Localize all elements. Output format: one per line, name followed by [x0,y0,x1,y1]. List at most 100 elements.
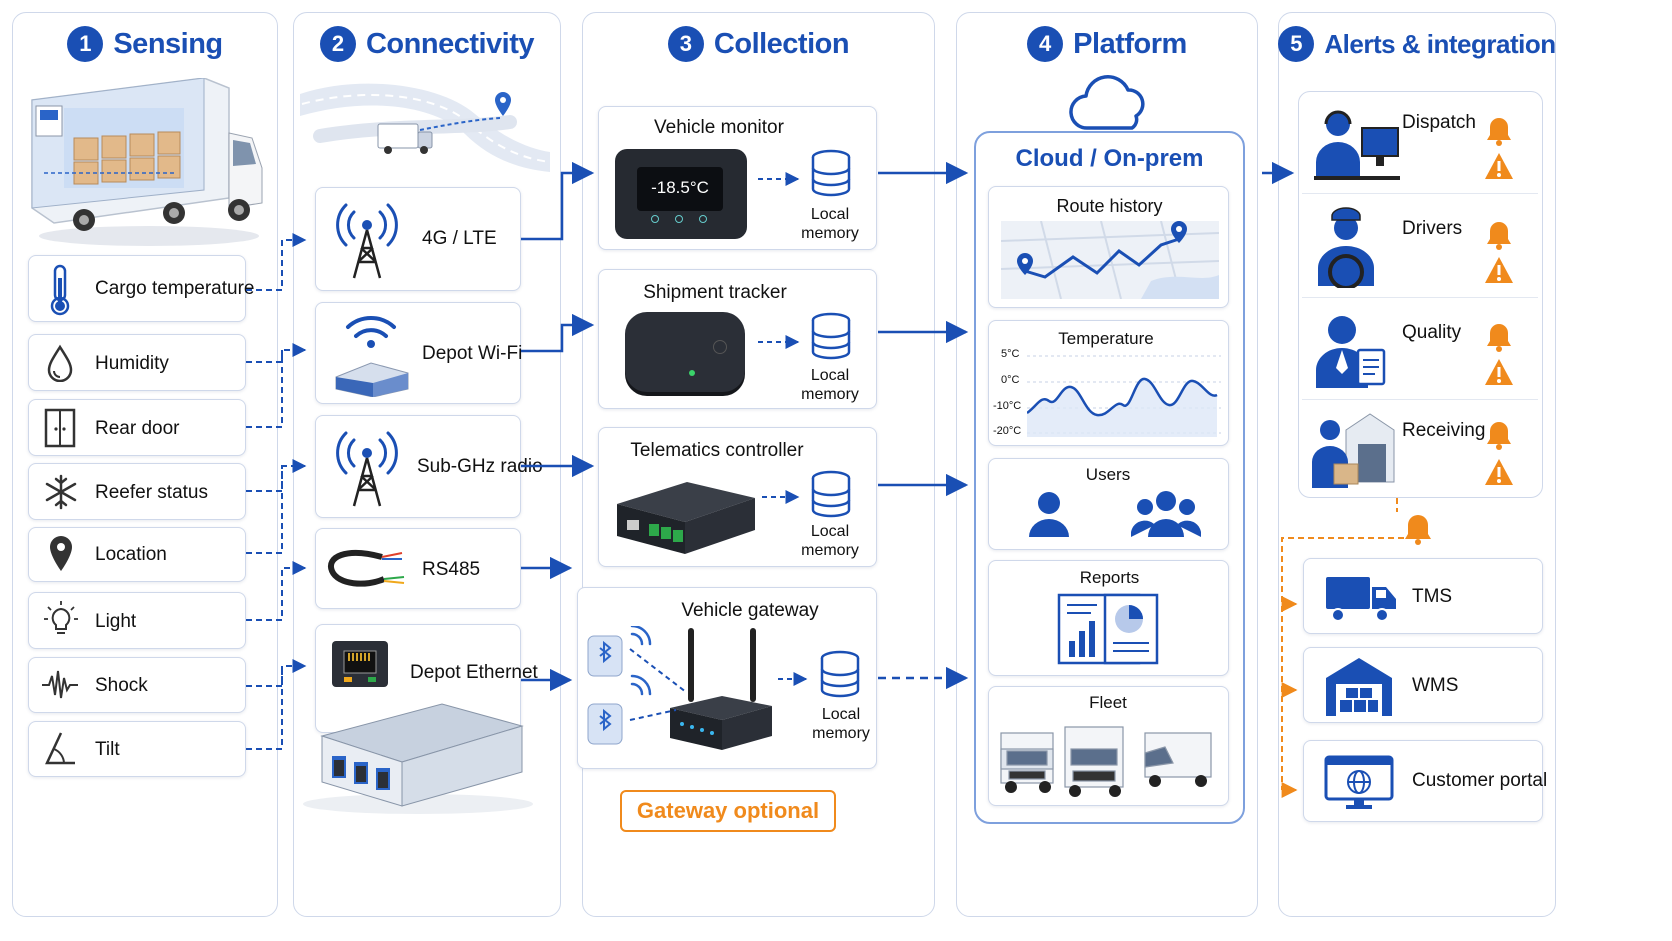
column-header-connectivity: 2 Connectivity [293,26,561,62]
sensor-label: Location [95,544,167,565]
memory-label-line1: Local [810,206,850,223]
route-map-icon [1001,221,1219,299]
card-title: Users [1085,465,1131,484]
waveform-icon [42,670,78,699]
device-button [651,215,659,223]
bell-icon [1487,118,1511,146]
bluetooth-sensor-icon [587,626,652,745]
column-header-sensing: 1 Sensing [12,26,278,62]
droplet-icon [47,344,73,382]
conn-card-rs485: RS485 [315,528,521,609]
wifi-icon [335,316,409,397]
role-label: Dispatch [1402,112,1476,133]
button [713,340,727,354]
ethernet-port-icon [332,641,388,687]
column-header-alerts: 5 Alerts & integration [1278,26,1556,62]
telematics-controller-device [617,482,755,554]
memory-label-line2: memory [801,386,859,403]
sensor-card-rear-door: Rear door [28,399,246,456]
card-title: Fleet [1089,693,1127,712]
device-button [699,215,707,223]
conn-label: RS485 [422,559,481,580]
device-card-telematics-controller: Telematics controller Local memory [598,427,877,567]
sensor-label: Tilt [95,739,120,760]
y-tick-label: 5°C [1001,348,1020,360]
role-row-dispatch: Dispatch [1302,98,1538,194]
device-screen [637,167,723,211]
integration-label: WMS [1412,675,1459,696]
screen-reading: -18.5°C [651,178,709,197]
driver-icon [1318,207,1374,288]
conn-card-depot-wifi: Depot Wi-Fi [315,302,523,404]
sensor-card-light: Light [28,592,246,649]
bell-icon [1487,324,1511,352]
card-title: Route history [1056,196,1163,216]
sensor-card-shock: Shock [28,657,246,713]
warning-icon [1485,459,1513,485]
bell-icon [1487,422,1511,450]
database-icon [811,470,851,518]
step-number: 2 [319,26,356,62]
memory-label-line1: Local [810,523,850,540]
integration-label: Customer portal [1412,770,1548,791]
conn-label: Depot Ethernet [410,662,538,683]
column-title: Sensing [113,27,223,60]
sensor-card-reefer-status: Reefer status [28,463,246,520]
device-card-shipment-tracker: Shipment tracker Local memory [598,269,877,409]
step-number: 3 [667,26,704,62]
integration-label: TMS [1412,586,1453,607]
snowflake-icon [45,474,77,510]
vehicle-monitor-device: -18.5°C [615,149,747,239]
user-group-icon [1131,491,1201,537]
depot-building-icon [303,703,533,814]
gateway-optional-badge: Gateway optional [620,790,836,832]
door-icon [44,408,76,448]
sensor-label: Reefer status [95,482,208,503]
dispatcher-icon [1314,110,1400,180]
single-user-icon [1029,492,1069,537]
device-card-vehicle-gateway: Vehicle gateway Local memory [577,587,877,769]
warehouse-worker-icon [1312,413,1395,488]
role-label: Receiving [1402,420,1486,441]
truck-icon [1326,577,1396,622]
sensor-card-location: Location [28,527,246,582]
platform-card-route-history: Route history [988,186,1229,308]
card-title: Reports [1079,568,1140,587]
fleet-trucks-icon [1000,726,1212,797]
sensor-label: Humidity [95,353,169,374]
device-title: Telematics controller [630,440,804,461]
integration-card-tms: TMS [1303,558,1543,634]
step-number: 5 [1278,26,1315,62]
database-icon [811,312,851,360]
role-label: Drivers [1402,218,1463,239]
sensor-card-tilt: Tilt [28,721,246,777]
conn-label: Depot Wi-Fi [422,343,523,364]
column-header-platform: 4 Platform [956,26,1258,62]
device-title: Vehicle gateway [681,600,819,621]
role-label: Quality [1402,322,1462,343]
status-led [689,370,695,376]
sensor-label: Light [95,611,137,632]
sensor-label: Shock [95,675,148,696]
memory-label-line2: memory [812,725,870,742]
column-title: Collection [713,27,850,60]
platform-card-fleet: Fleet [988,686,1229,806]
sensor-card-cargo-temperature: Cargo temperature [28,255,254,322]
bell-icon [1487,222,1511,250]
memory-label-line1: Local [810,367,850,384]
step-number: 4 [1027,26,1064,62]
warning-icon [1485,257,1513,283]
step-number: 1 [67,26,104,62]
warning-icon [1485,359,1513,385]
integration-card-customer-portal: Customer portal [1303,740,1547,822]
cable-icon [328,550,405,587]
conn-card-4g-lte: 4G / LTE [315,187,521,291]
conn-label: 4G / LTE [422,228,497,249]
thermometer-icon [50,264,70,316]
memory-label-line2: memory [801,225,859,242]
platform-card-users: Users [988,458,1229,550]
column-title: Connectivity [365,27,535,60]
database-icon [820,650,860,698]
memory-label-line2: memory [801,542,859,559]
road-route-icon [300,83,550,172]
